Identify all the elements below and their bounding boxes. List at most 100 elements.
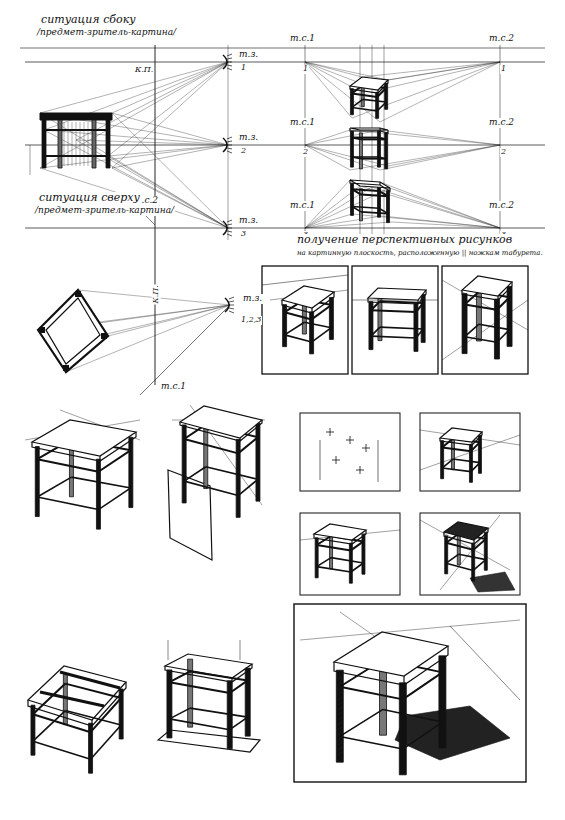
stool-leg (58, 120, 62, 168)
stool-crossbar (446, 563, 473, 570)
sketch-frame (262, 266, 348, 374)
stool-crossbar (416, 329, 423, 338)
label: 2 (240, 147, 247, 156)
stool-crossbar (403, 722, 443, 749)
projection-ray (380, 62, 500, 122)
stool-crossbar (465, 324, 479, 337)
eye-lash (229, 308, 234, 309)
construction-line (360, 466, 361, 474)
eye-lash (227, 65, 232, 66)
construction-line (340, 612, 380, 640)
hatching (338, 697, 342, 700)
horizon-line (25, 62, 545, 63)
stool-seat-edge (351, 540, 352, 544)
projection-ray (305, 145, 388, 166)
stool-apron (473, 539, 486, 550)
eye-lash (227, 62, 232, 63)
label: т.с.2 (488, 118, 515, 128)
stool-apron (442, 448, 471, 452)
label: т.с.1 (289, 34, 316, 44)
label: 1 (500, 65, 507, 74)
stool-crossbar (98, 488, 130, 510)
stool-leg (378, 293, 382, 341)
projection-ray (76, 140, 228, 145)
stool-seat-edge (334, 646, 448, 685)
projection-ray (305, 182, 380, 228)
construction-line (60, 672, 120, 688)
eye-lash (227, 54, 232, 56)
construction-line (168, 640, 169, 660)
eye-symbol (223, 221, 227, 235)
stool-crossbar (442, 459, 453, 468)
stool-seat (334, 632, 448, 676)
stool-leg (362, 534, 365, 574)
stool-crossbar (33, 711, 65, 742)
stool-leg (245, 668, 250, 736)
eye-lash (229, 301, 234, 302)
hatching (338, 687, 342, 690)
hatching (338, 707, 342, 710)
stool-crossbar (442, 468, 471, 472)
stool-seat (350, 128, 388, 130)
stool-crossbar (352, 206, 361, 211)
stool-apron (352, 93, 377, 97)
stool-seat-edge (32, 432, 136, 461)
stool-crossbar (340, 709, 383, 736)
stool-seat (40, 113, 112, 120)
stool-side-view (40, 113, 112, 168)
label: т.з. (242, 294, 263, 304)
stool-apron (352, 137, 379, 139)
construction-line (366, 444, 367, 452)
stool-crossbar (361, 212, 388, 214)
stool-leg (42, 120, 46, 168)
stool-crossbar (352, 107, 377, 111)
construction (20, 45, 545, 395)
label: /предмет-зритель-картина/ (34, 206, 175, 216)
stool-seat (368, 288, 426, 300)
sketch-frame (420, 413, 520, 491)
stool-crossbar (465, 337, 497, 342)
stool-crossbar (383, 709, 442, 722)
projection-ray (392, 222, 500, 228)
label: К.П. (152, 284, 161, 304)
stool-seat-edge (379, 182, 380, 185)
stool-seat-edge (377, 90, 378, 93)
stool-frame (46, 298, 100, 364)
stool-leg (39, 327, 45, 333)
stool-seat-edge (440, 432, 482, 445)
construction-line (320, 440, 321, 480)
label: т.с.1 (160, 382, 187, 392)
stool-crossbar (312, 328, 332, 342)
stool-crossbar (363, 99, 386, 102)
construction-line (262, 275, 348, 285)
projection-ray (76, 62, 228, 140)
construction-line (440, 515, 500, 590)
stool-seat-edge (99, 456, 100, 461)
stool-seat (38, 290, 108, 372)
stool-leg (75, 291, 81, 297)
stool-seat-edge (368, 290, 426, 304)
label: т.з. (238, 216, 259, 226)
projection-ray (305, 62, 362, 77)
projection-ray (108, 305, 230, 336)
stool-crossbar (377, 102, 386, 111)
cast-shadow (395, 706, 510, 760)
hatching (338, 682, 342, 685)
label: т.с.2 (488, 201, 515, 211)
stool-seat-edge (165, 664, 252, 682)
eye-lash (227, 141, 232, 142)
projection-ray (388, 62, 500, 80)
label: 1 (240, 64, 247, 73)
stool-crossbar (206, 467, 258, 480)
stool-crossbar (33, 741, 91, 759)
construction-line (30, 145, 31, 175)
stool-seat-edge (350, 128, 388, 133)
stool-seat (282, 286, 334, 308)
label: К.П. (134, 66, 154, 75)
projection-ray (112, 62, 228, 113)
construction-line (442, 300, 528, 360)
stool-apron (403, 672, 443, 699)
stool-leg (101, 333, 107, 339)
